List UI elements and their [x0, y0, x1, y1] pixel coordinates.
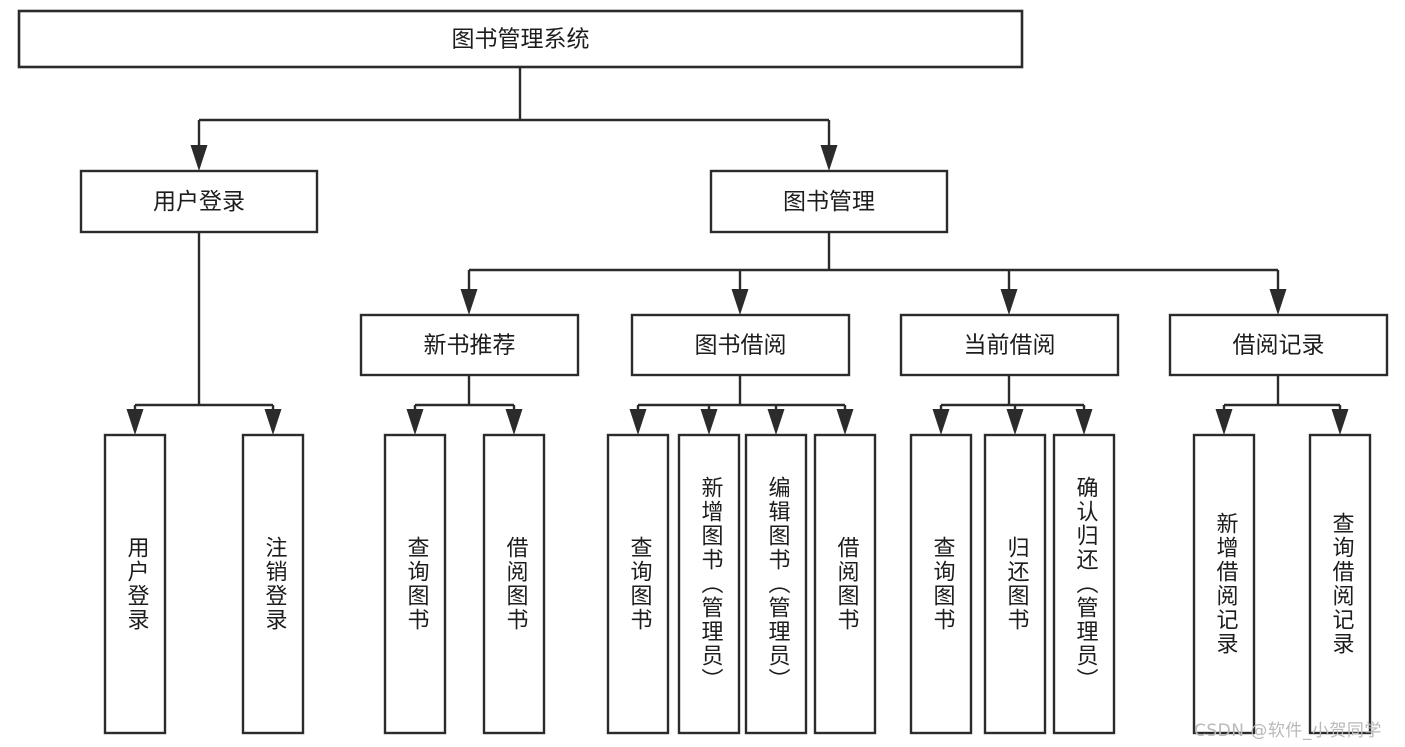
connector-arrowhead	[820, 145, 838, 171]
connector-arrowhead	[1331, 409, 1349, 435]
node-boxes-layer	[17, 9, 1389, 735]
leaf-node-leaf-edit-book-admin-box[interactable]	[744, 433, 808, 735]
connector-group-borrowrecords-to-leaves	[1215, 375, 1349, 435]
connector-arrowhead	[767, 409, 785, 435]
connector-arrowhead	[1006, 409, 1024, 435]
connector-arrowhead	[700, 409, 718, 435]
level3-node-new-book-recommend-box[interactable]	[359, 313, 580, 377]
leaf-node-leaf-user-logout-box[interactable]	[241, 433, 305, 735]
leaf-node-leaf-borrow-book-2-box[interactable]	[813, 433, 877, 735]
level2-node-user-login-box[interactable]	[79, 169, 319, 234]
connector-arrowhead	[505, 409, 523, 435]
connector-arrowhead	[731, 289, 749, 315]
connector-arrowhead	[1075, 409, 1093, 435]
root-node-root-box[interactable]	[17, 9, 1024, 69]
leaf-node-leaf-return-book-box[interactable]	[983, 433, 1047, 735]
root-node-root-label: 图书管理系统	[452, 27, 590, 53]
level3-node-current-borrow-box[interactable]	[899, 313, 1120, 377]
leaf-node-leaf-query-book-1-box[interactable]	[383, 433, 447, 735]
connector-arrowhead	[406, 409, 424, 435]
connector-group-newbook-to-leaves	[406, 375, 523, 435]
connector-arrowhead	[190, 145, 208, 171]
level3-node-current-borrow-label: 当前借阅	[964, 333, 1056, 359]
connector-arrowhead	[1000, 289, 1018, 315]
connector-arrowhead	[629, 409, 647, 435]
leaf-node-leaf-query-borrow-record-box[interactable]	[1308, 433, 1372, 735]
leaf-node-leaf-user-login-box[interactable]	[103, 433, 167, 735]
level3-node-book-borrow-label: 图书借阅	[695, 333, 787, 359]
level2-node-book-manage-label: 图书管理	[783, 189, 875, 215]
leaf-node-leaf-borrow-book-1-box[interactable]	[482, 433, 546, 735]
level3-node-borrow-records-box[interactable]	[1168, 313, 1389, 377]
connector-group-bookmanage-to-level3	[460, 232, 1287, 315]
connector-arrowhead	[1269, 289, 1287, 315]
csdn-watermark: CSDN @软件_小贺同学	[1194, 721, 1382, 741]
connector-group-bookborrow-to-leaves	[629, 375, 854, 435]
level3-node-borrow-records-label: 借阅记录	[1233, 333, 1325, 359]
connector-arrowhead	[932, 409, 950, 435]
connector-group-root-to-level2	[190, 67, 838, 171]
level3-node-new-book-recommend-label: 新书推荐	[424, 333, 516, 359]
level3-node-book-borrow-box[interactable]	[630, 313, 851, 377]
leaf-node-leaf-add-borrow-record-box[interactable]	[1192, 433, 1256, 735]
leaf-node-leaf-add-book-admin-box[interactable]	[677, 433, 741, 735]
connectors-layer	[126, 67, 1349, 435]
connector-arrowhead	[460, 289, 478, 315]
level2-node-user-login-label: 用户登录	[153, 189, 245, 215]
leaf-node-leaf-query-book-3-box[interactable]	[909, 433, 973, 735]
connector-arrowhead	[1215, 409, 1233, 435]
connector-group-currentborrow-to-leaves	[932, 375, 1093, 435]
connector-arrowhead	[836, 409, 854, 435]
level2-node-book-manage-box[interactable]	[709, 169, 949, 234]
leaf-node-leaf-confirm-return-admin-box[interactable]	[1052, 433, 1116, 735]
connector-arrowhead	[126, 409, 144, 435]
connector-group-userlogin-to-leaves	[126, 232, 282, 435]
connector-arrowhead	[264, 409, 282, 435]
leaf-node-leaf-query-book-2-box[interactable]	[606, 433, 670, 735]
